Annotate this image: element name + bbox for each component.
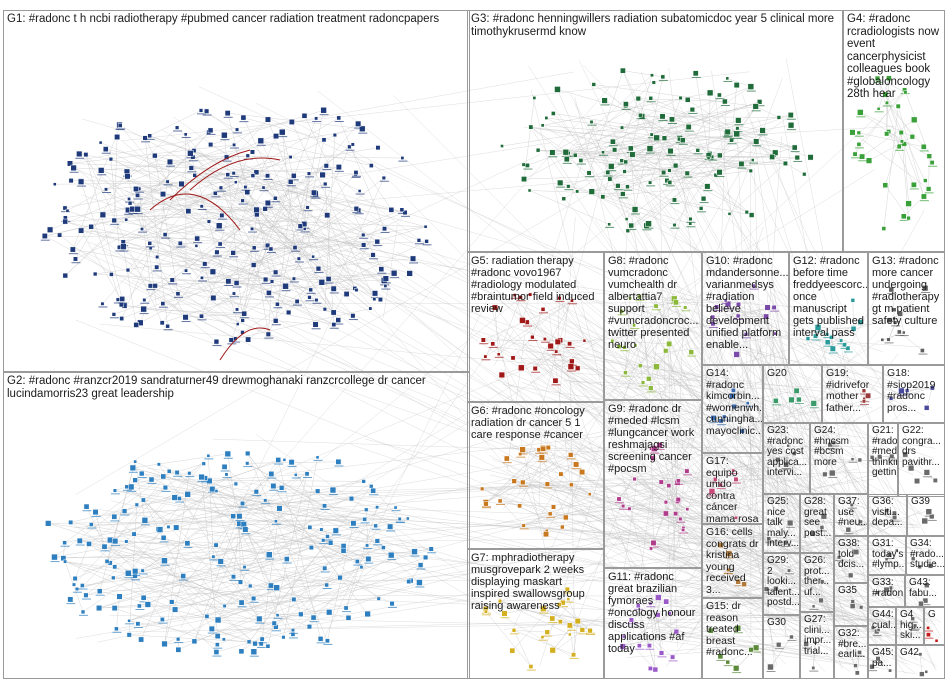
cluster-g32: G32: #bre... earli... xyxy=(834,626,868,679)
cluster-g20: G20 xyxy=(763,365,822,423)
cluster-label-g14: G14: #radonc kimcorbin... #womenwh... cu… xyxy=(706,368,760,437)
cluster-label-g3: G3: #radonc henningwillers radiation sub… xyxy=(471,13,840,38)
cluster-g25: G25: nice talk maly... interv... xyxy=(763,494,800,553)
cluster-label-g16: G16: cells congrats dr kristina young re… xyxy=(706,527,760,596)
cluster-g17: G17: equipo unido contra cáncer mama ros… xyxy=(702,453,763,524)
cluster-label-g27: G27: clini... impr... trial... xyxy=(804,615,831,657)
cluster-label-g35: G35 xyxy=(838,586,865,597)
cluster-g4b: G4 hig... ski... xyxy=(896,607,924,645)
cluster-label-g21: G21: #radonc #medp... thinking getting..… xyxy=(872,426,895,479)
cluster-g34: G34: #rado... studie... xyxy=(906,536,945,575)
cluster-label-g7: G7: mphradiotherapy musgrovepark 2 weeks… xyxy=(471,552,601,612)
cluster-label-g20: G20 xyxy=(767,368,819,380)
cluster-g3: G3: #radonc henningwillers radiation sub… xyxy=(467,10,843,252)
cluster-label-g39: G39 xyxy=(911,497,942,508)
cluster-g30: G30 xyxy=(763,615,800,679)
cluster-label-g22: G22: congra... drs pavithr... xyxy=(902,426,942,468)
cluster-label-g38: G38: told dcis... xyxy=(838,539,865,571)
cluster-g37: G37: use #neu... xyxy=(834,494,868,536)
cluster-label-g36: G36: visiti... depa... xyxy=(872,497,904,529)
cluster-label-g4c: G xyxy=(928,610,942,621)
cluster-label-g8: G8: #radonc vumcradonc vumchealth dr alb… xyxy=(608,255,699,351)
cluster-label-g12: G12: #radonc before time freddyeescorc..… xyxy=(793,255,865,339)
cluster-label-g29: G29: 2 looki... talent... postd... xyxy=(767,556,797,609)
cluster-label-g5: G5: radiation therapy #radonc vovo1967 #… xyxy=(471,255,601,315)
cluster-label-g10: G10: #radonc mdandersonne... varianmedsy… xyxy=(706,255,786,351)
cluster-label-g32: G32: #bre... earli... xyxy=(838,629,865,661)
cluster-g39: G39 xyxy=(907,494,945,536)
cluster-label-g13: G13: #radonc more cancer undergoing #rad… xyxy=(872,255,942,327)
cluster-g35: G35 xyxy=(834,583,868,626)
cluster-g28: G28: great see post... xyxy=(800,494,834,553)
cluster-label-g25: G25: nice talk maly... interv... xyxy=(767,497,797,550)
cluster-label-g15: G15: dr reason treated breast #radonc... xyxy=(706,601,760,659)
cluster-label-g4: G4: #radonc rcradiologists now event can… xyxy=(847,13,942,101)
cluster-g6: G6: #radonc #oncology radiation dr cance… xyxy=(467,402,604,549)
cluster-label-g30: G30 xyxy=(767,618,797,629)
cluster-g42: G42 xyxy=(896,645,945,679)
cluster-g23: G23: #radonc yes cost applica... intervi… xyxy=(763,423,810,494)
cluster-g12: G12: #radonc before time freddyeescorc..… xyxy=(789,252,868,365)
cluster-label-g34: G34: #rado... studie... xyxy=(910,539,942,571)
cluster-g15: G15: dr reason treated breast #radonc... xyxy=(702,598,763,679)
cluster-g5: G5: radiation therapy #radonc vovo1967 #… xyxy=(467,252,604,402)
cluster-g11: G11: #radonc great brazilian fymoraes #o… xyxy=(604,568,702,679)
cluster-label-g23: G23: #radonc yes cost applica... intervi… xyxy=(767,426,807,479)
cluster-g14: G14: #radonc kimcorbin... #womenwh... cu… xyxy=(702,365,763,453)
cluster-label-g2: G2: #radonc #ranzcr2019 sandraturner49 d… xyxy=(7,375,467,400)
cluster-g4: G4: #radonc rcradiologists now event can… xyxy=(843,10,945,252)
cluster-g4c: G xyxy=(924,607,945,645)
cluster-g45: G45: pa... xyxy=(868,645,896,679)
cluster-g8: G8: #radonc vumcradonc vumchealth dr alb… xyxy=(604,252,702,400)
cluster-label-g9: G9: #radonc dr #meded #lcsm #lungcancer … xyxy=(608,403,699,475)
cluster-g27: G27: clini... impr... trial... xyxy=(800,612,834,679)
cluster-g38: G38: told dcis... xyxy=(834,536,868,583)
cluster-g19: G19: #idrivefor mother father... xyxy=(822,365,883,423)
cluster-g18: G18: #siop2019 #radonc pros... xyxy=(883,365,945,423)
cluster-g21: G21: #radonc #medp... thinking getting..… xyxy=(868,423,898,497)
cluster-g1: G1: #radonc t h ncbi radiotherapy #pubme… xyxy=(3,10,470,372)
cluster-g43: G43: fabu... xyxy=(905,575,945,607)
cluster-g26: G26: prot... ther... uf... xyxy=(800,553,834,612)
cluster-g24: G24: #hncsm #bcsm more xyxy=(810,423,868,494)
cluster-label-g26: G26: prot... ther... uf... xyxy=(804,556,831,598)
cluster-g2: G2: #radonc #ranzcr2019 sandraturner49 d… xyxy=(3,372,470,679)
cluster-g9: G9: #radonc dr #meded #lcsm #lungcancer … xyxy=(604,400,702,568)
cluster-g31: G31: today's #lymp... xyxy=(868,536,906,575)
cluster-label-g33: G33: #radon... xyxy=(872,578,902,599)
cluster-g36: G36: visiti... depa... xyxy=(868,494,907,536)
cluster-g10: G10: #radonc mdandersonne... varianmedsy… xyxy=(702,252,789,365)
cluster-g29: G29: 2 looki... talent... postd... xyxy=(763,553,800,615)
cluster-g16: G16: cells congrats dr kristina young re… xyxy=(702,524,763,598)
cluster-g7: G7: mphradiotherapy musgrovepark 2 weeks… xyxy=(467,549,604,679)
cluster-label-g24: G24: #hncsm #bcsm more xyxy=(814,426,865,468)
cluster-label-g43: G43: fabu... xyxy=(909,578,942,599)
cluster-label-g42: G42 xyxy=(900,648,942,659)
cluster-label-g45: G45: pa... xyxy=(872,648,893,669)
cluster-label-g19: G19: #idrivefor mother father... xyxy=(826,368,880,414)
cluster-label-g4b: G4 hig... ski... xyxy=(900,610,921,642)
cluster-label-g17: G17: equipo unido contra cáncer mama ros… xyxy=(706,456,760,524)
cluster-label-g11: G11: #radonc great brazilian fymoraes #o… xyxy=(608,571,699,655)
cluster-label-g44: G44: cual... xyxy=(872,610,893,631)
cluster-label-g28: G28: great see post... xyxy=(804,497,831,539)
cluster-g22: G22: congra... drs pavithr... xyxy=(898,423,945,497)
cluster-label-g18: G18: #siop2019 #radonc pros... xyxy=(887,368,942,414)
cluster-g44: G44: cual... xyxy=(868,607,896,645)
cluster-g33: G33: #radon... xyxy=(868,575,905,607)
cluster-label-g1: G1: #radonc t h ncbi radiotherapy #pubme… xyxy=(7,13,467,26)
cluster-label-g37: G37: use #neu... xyxy=(838,497,865,529)
cluster-label-g6: G6: #radonc #oncology radiation dr cance… xyxy=(471,405,601,441)
cluster-g13: G13: #radonc more cancer undergoing #rad… xyxy=(868,252,945,365)
cluster-label-g31: G31: today's #lymp... xyxy=(872,539,903,571)
